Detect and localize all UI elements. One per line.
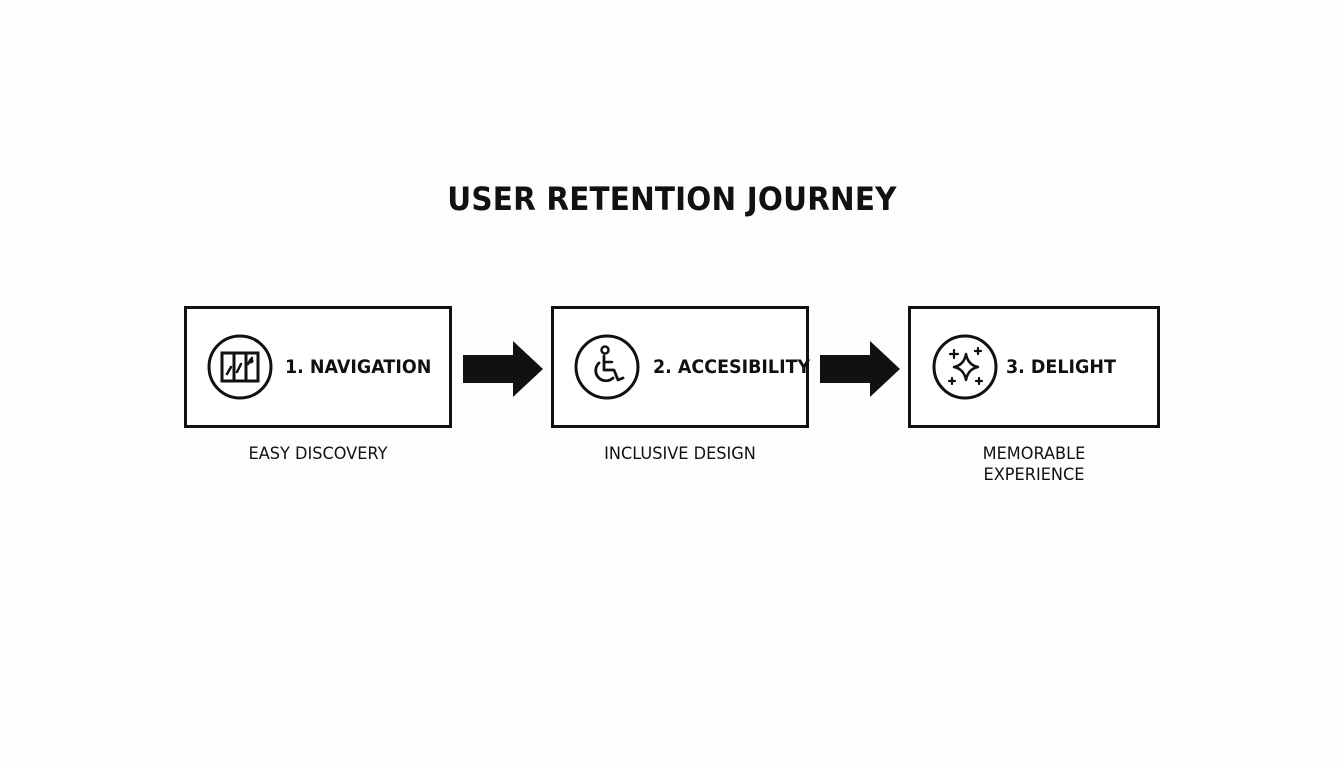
map-icon xyxy=(207,334,273,400)
right-arrow-icon xyxy=(820,341,900,397)
wheelchair-icon xyxy=(574,334,640,400)
step-box-accessibility: 2. ACCESIBILITY xyxy=(551,306,811,428)
step-box-delight: 3. DELIGHT xyxy=(908,306,1160,428)
diagram-title: USER RETENTION JOURNEY xyxy=(447,180,897,218)
step-caption-navigation: EASY DISCOVERY xyxy=(191,444,446,465)
step-label-accessibility: 2. ACCESIBILITY xyxy=(653,356,811,378)
caption-line: MEMORABLE xyxy=(982,444,1086,464)
sparkles-icon xyxy=(932,334,998,400)
step-box-navigation: 1. NAVIGATION xyxy=(184,306,452,428)
caption-line: INCLUSIVE DESIGN xyxy=(604,444,756,464)
step-caption-accessibility: INCLUSIVE DESIGN xyxy=(557,444,802,465)
right-arrow-icon xyxy=(463,341,543,397)
step-label-delight: 3. DELIGHT xyxy=(1006,356,1116,378)
caption-line: EASY DISCOVERY xyxy=(248,444,388,464)
step-label-navigation: 1. NAVIGATION xyxy=(285,356,432,378)
caption-line: EXPERIENCE xyxy=(983,465,1085,485)
step-caption-delight: MEMORABLE EXPERIENCE xyxy=(914,444,1153,486)
